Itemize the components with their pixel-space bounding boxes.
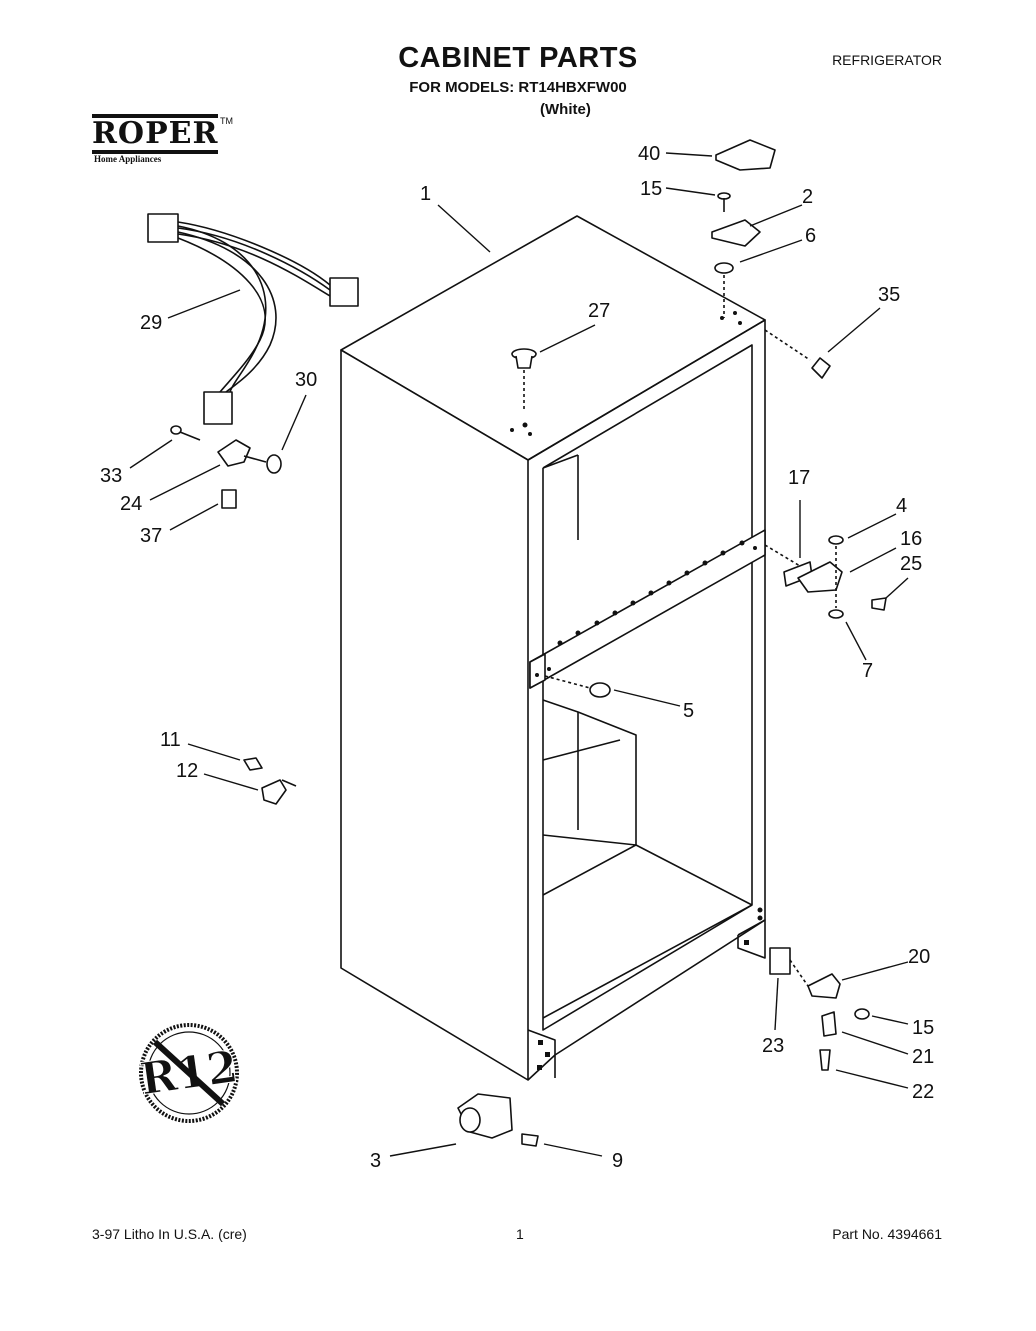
callout-label: 37 <box>140 525 162 547</box>
part-37-spacer <box>221 489 237 509</box>
callout-label: 9 <box>612 1150 623 1172</box>
category-label: REFRIGERATOR <box>832 52 942 68</box>
r12-no-symbol-badge: R12 <box>138 1023 240 1123</box>
callout-label: 4 <box>896 495 907 517</box>
callout-label: 3 <box>370 1150 381 1172</box>
callout-label: 15 <box>640 178 662 200</box>
callout-label: 33 <box>100 465 122 487</box>
part-30-nut <box>266 454 282 474</box>
callout-label: 25 <box>900 553 922 575</box>
callout-label: 27 <box>588 300 610 322</box>
roper-logo: ROPER TM Home Appliances <box>92 106 233 166</box>
page-title: CABINET PARTS <box>398 42 638 74</box>
callout-label: 22 <box>912 1081 934 1103</box>
part-9-screw <box>521 1133 539 1147</box>
part-15-screw-top <box>717 192 731 212</box>
models-line: FOR MODELS: RT14HBXFW00 <box>409 79 627 96</box>
part-20-hinge <box>807 973 841 999</box>
part-27-plug <box>511 348 537 410</box>
part-35-cap <box>811 357 831 379</box>
callout-label: 35 <box>878 284 900 306</box>
callout-label: 30 <box>295 369 317 391</box>
callout-label: 16 <box>900 528 922 550</box>
part-2-hinge <box>711 219 761 247</box>
callout-label: 11 <box>160 729 181 751</box>
part-12-clip <box>261 779 287 805</box>
callout-label: 21 <box>912 1046 934 1068</box>
part-4-washer <box>828 535 844 545</box>
part-6-bushing <box>714 262 734 274</box>
part-40-cover <box>715 139 776 171</box>
part-24-bracket <box>217 439 251 467</box>
callout-label: 7 <box>862 660 873 682</box>
part-16-hinge <box>797 561 843 593</box>
logo-tagline: Home Appliances <box>94 154 162 164</box>
logo-brand: ROPER <box>92 114 218 154</box>
part-5-plug <box>589 682 611 698</box>
callout-label: 6 <box>805 225 816 247</box>
part-15-screw-bottom <box>854 1008 870 1020</box>
callout-label: 40 <box>638 143 660 165</box>
part-29-harness <box>147 213 359 425</box>
part-25-screw <box>871 597 887 611</box>
part-23-shim <box>769 947 791 975</box>
color-line: (White) <box>540 101 591 118</box>
cabinet-body <box>340 215 766 1081</box>
callout-label: 20 <box>908 946 930 968</box>
callout-label: 24 <box>120 493 142 515</box>
part-11-screw <box>243 757 263 771</box>
callout-label: 17 <box>788 467 810 489</box>
part-7-washer <box>828 609 844 619</box>
part-22-screw <box>819 1049 831 1071</box>
part-21-pin <box>821 1011 837 1037</box>
callout-label: 29 <box>140 312 162 334</box>
footer-litho: 3-97 Litho In U.S.A. (cre) <box>92 1226 247 1242</box>
callout-label: 23 <box>762 1035 784 1057</box>
footer-page-number: 1 <box>516 1226 524 1242</box>
callout-label: 1 <box>420 183 431 205</box>
callout-label: 12 <box>176 760 198 782</box>
footer-part-number: Part No. 4394661 <box>832 1226 942 1242</box>
logo-trademark: TM <box>220 116 233 126</box>
callout-label: 5 <box>683 700 694 722</box>
callout-label: 2 <box>802 186 813 208</box>
part-33-screw <box>170 425 201 441</box>
callout-label: 15 <box>912 1017 934 1039</box>
